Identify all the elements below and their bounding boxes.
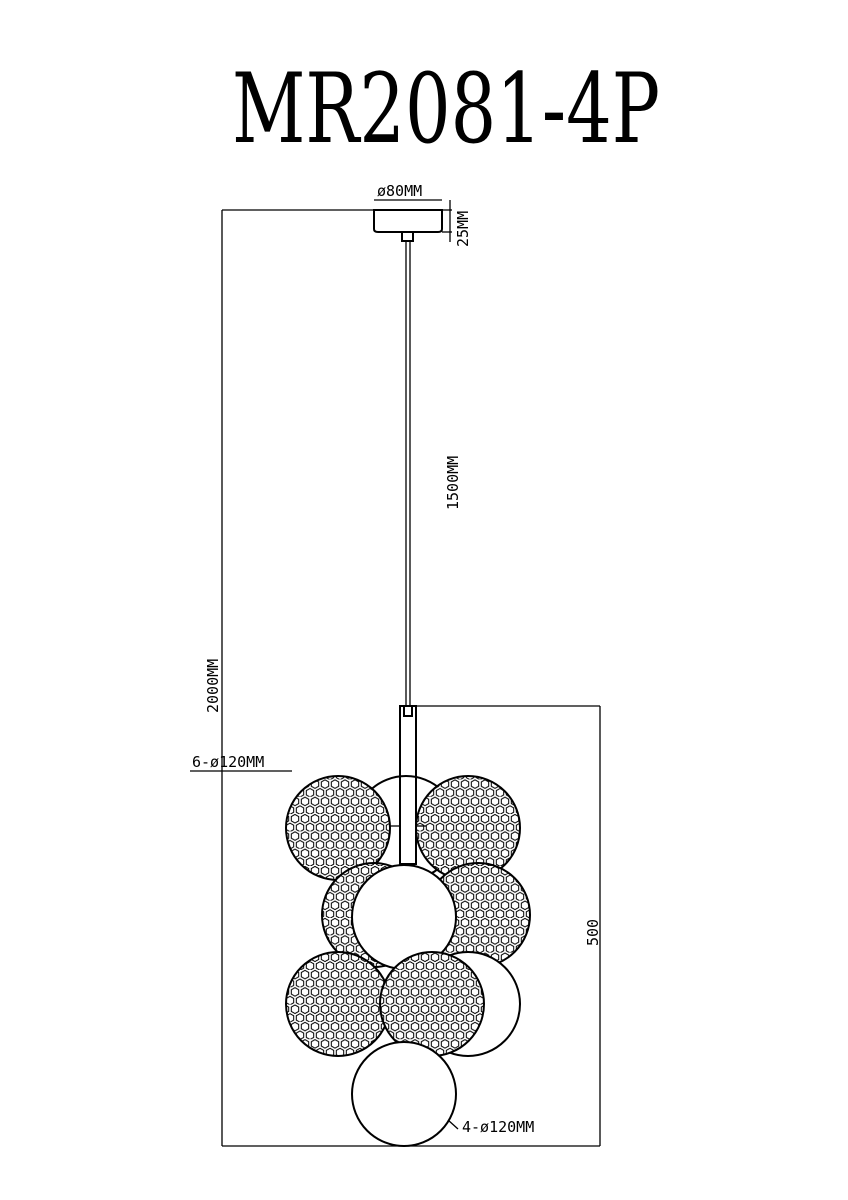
canopy [373, 209, 443, 242]
canopy-height-label: 25MM [454, 211, 472, 247]
fixture-body [285, 705, 531, 1147]
mesh-balls-label: 6-ø120MM [192, 753, 264, 771]
glass-ball [351, 1041, 457, 1147]
total-height-label: 2000MM [204, 659, 222, 713]
glass-balls-label: 4-ø120MM [462, 1118, 534, 1136]
canopy-diameter-label: ø80MM [377, 182, 422, 200]
mesh-ball [285, 951, 391, 1057]
model-title: MR2081-4P [232, 53, 660, 165]
mesh-ball [379, 951, 485, 1057]
cable-length-label: 1500MM [444, 456, 462, 510]
body-height-label: 500 [584, 919, 602, 946]
suspension-cable [405, 241, 411, 706]
